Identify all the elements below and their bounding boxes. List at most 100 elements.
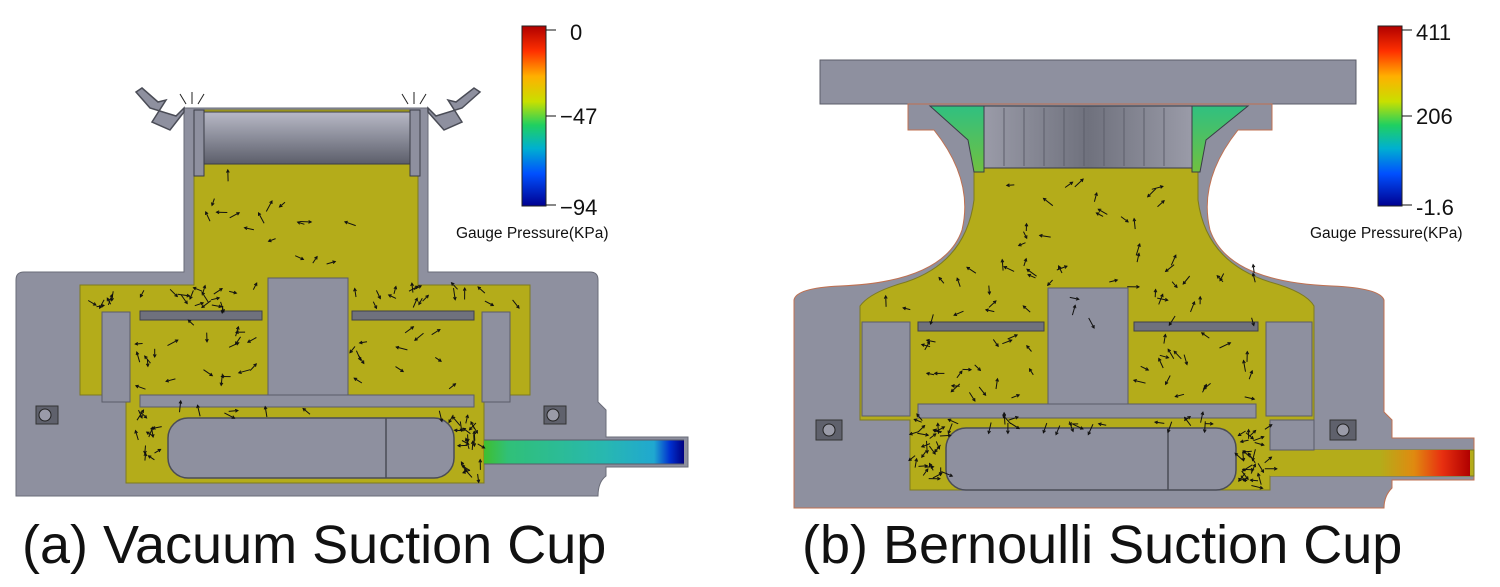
velocity-arrow xyxy=(1247,452,1256,464)
panel-b-colorbar-gradient xyxy=(1377,25,1403,207)
velocity-arrow xyxy=(459,421,463,432)
panel-b-fan xyxy=(983,105,1193,169)
panel-a-right-wall xyxy=(481,311,511,403)
velocity-arrow-head xyxy=(205,338,209,343)
velocity-arrow-head xyxy=(924,464,929,468)
velocity-arrow xyxy=(106,297,112,305)
velocity-arrow-head xyxy=(314,255,318,260)
velocity-arrow xyxy=(1257,463,1264,473)
velocity-arrow-head xyxy=(1245,476,1249,481)
velocity-arrow xyxy=(359,341,368,344)
velocity-arrow-head xyxy=(1241,449,1246,454)
velocity-arrow-head xyxy=(972,397,976,402)
velocity-arrow-head xyxy=(134,429,138,434)
velocity-arrow xyxy=(107,294,113,306)
velocity-arrow-head xyxy=(472,430,477,435)
velocity-arrow-head xyxy=(474,429,478,434)
velocity-arrow-head xyxy=(1028,368,1033,372)
velocity-arrow-head xyxy=(958,370,963,375)
velocity-arrow-head xyxy=(920,444,925,448)
velocity-arrow-head xyxy=(1168,322,1173,326)
velocity-arrow xyxy=(916,413,923,422)
velocity-arrow xyxy=(1154,421,1165,424)
velocity-arrow-head xyxy=(201,304,205,309)
velocity-arrow-head xyxy=(157,448,162,453)
velocity-arrow-head xyxy=(178,399,183,404)
velocity-arrow xyxy=(135,343,143,345)
velocity-arrow-head xyxy=(202,284,207,289)
velocity-arrow-head xyxy=(932,433,937,437)
velocity-arrow xyxy=(471,441,474,450)
velocity-arrow-head xyxy=(947,418,952,423)
velocity-arrow xyxy=(1135,243,1141,256)
velocity-arrow-head xyxy=(267,238,272,243)
velocity-arrow xyxy=(312,256,318,264)
velocity-arrow-head xyxy=(221,308,225,313)
velocity-arrow xyxy=(1042,422,1048,433)
velocity-arrow xyxy=(1257,473,1262,485)
velocity-arrow-head xyxy=(1165,355,1170,359)
velocity-arrow-head xyxy=(1249,369,1254,374)
velocity-arrow-head xyxy=(465,438,470,443)
velocity-arrow xyxy=(1264,424,1273,430)
velocity-arrow xyxy=(138,409,143,419)
velocity-arrow xyxy=(1023,231,1028,239)
velocity-arrow xyxy=(939,434,951,437)
velocity-arrow xyxy=(144,453,147,461)
velocity-arrow-head xyxy=(460,461,465,466)
velocity-arrow-head xyxy=(1016,425,1021,430)
velocity-arrow-head xyxy=(1024,235,1028,240)
velocity-arrow xyxy=(393,286,397,295)
velocity-arrow-head xyxy=(902,306,907,311)
velocity-arrow xyxy=(404,326,414,334)
velocity-arrow xyxy=(1022,305,1031,313)
velocity-arrow xyxy=(224,412,235,419)
velocity-arrow xyxy=(235,326,239,337)
velocity-arrow xyxy=(473,431,476,441)
velocity-arrow-head xyxy=(1160,293,1164,298)
velocity-arrow-head xyxy=(1246,428,1251,433)
velocity-arrow xyxy=(1165,375,1171,385)
velocity-arrow xyxy=(1098,423,1107,426)
velocity-arrow xyxy=(451,282,458,290)
velocity-arrow xyxy=(1242,450,1252,453)
panel-a-colorbar-tick-max: 0 xyxy=(570,20,582,45)
velocity-arrow xyxy=(1159,354,1169,359)
velocity-arrow-head xyxy=(936,422,940,427)
velocity-arrow xyxy=(167,339,179,347)
velocity-arrow xyxy=(1029,368,1034,376)
velocity-arrow-head xyxy=(174,339,179,343)
velocity-arrow xyxy=(985,309,995,313)
velocity-arrow-head xyxy=(1008,339,1013,343)
velocity-arrow xyxy=(1168,315,1176,326)
velocity-arrow-head xyxy=(1241,467,1246,472)
velocity-arrow-head xyxy=(1087,431,1091,436)
velocity-arrow xyxy=(1006,184,1015,186)
velocity-arrow xyxy=(140,411,147,419)
velocity-arrow-head xyxy=(425,294,430,299)
velocity-arrow xyxy=(396,346,408,351)
velocity-arrow-head xyxy=(219,382,224,387)
velocity-arrow xyxy=(139,290,145,298)
velocity-arrow-head xyxy=(916,413,920,418)
velocity-arrow xyxy=(238,369,251,374)
velocity-arrow-head xyxy=(393,285,398,290)
velocity-arrow-head xyxy=(1167,429,1171,434)
velocity-arrow-head xyxy=(476,479,481,484)
velocity-arrow-head xyxy=(1094,191,1098,197)
velocity-arrow-head xyxy=(453,428,458,433)
velocity-arrow-head xyxy=(1070,428,1074,433)
velocity-arrow xyxy=(1158,358,1164,369)
velocity-arrow xyxy=(1254,442,1264,446)
velocity-arrow-head xyxy=(929,320,934,326)
velocity-arrow xyxy=(152,426,162,429)
velocity-arrow xyxy=(135,430,139,441)
velocity-arrow xyxy=(935,441,940,449)
velocity-arrow-head xyxy=(100,303,106,308)
velocity-arrow-head xyxy=(1005,183,1010,188)
velocity-arrow-head xyxy=(883,294,888,299)
velocity-arrow-head xyxy=(941,426,946,430)
velocity-arrow xyxy=(258,212,265,224)
velocity-arrow xyxy=(948,418,959,425)
velocity-arrow xyxy=(265,200,273,212)
